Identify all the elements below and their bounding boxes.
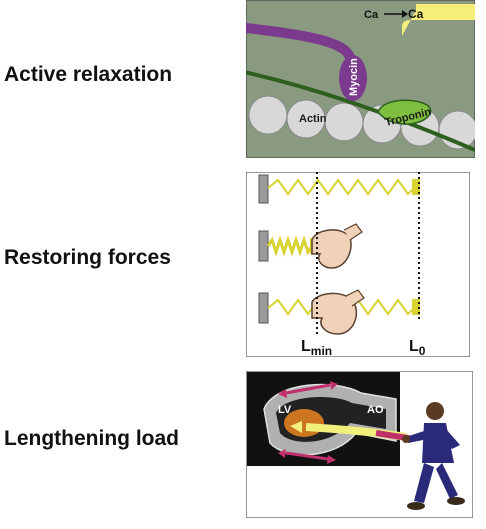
lv-label: LV [278, 404, 292, 416]
tropomyosin-strand [246, 70, 475, 152]
wall-middle [258, 230, 269, 262]
actin-label: Actin [299, 113, 327, 125]
spring-end-top [412, 179, 420, 195]
molecular-diagram: Myocin Troponin Actin Ca Ca [246, 0, 475, 158]
l0-label: L0 [409, 338, 426, 357]
wall-bottom [258, 292, 269, 324]
panel-restoring-forces: Lmin L0 [246, 172, 470, 357]
hand-compress [311, 229, 352, 269]
arrow-bottom [285, 451, 329, 461]
arrow-top [285, 383, 331, 395]
label-lengthening-load: Lengthening load [4, 427, 179, 450]
spring-end-bottom [412, 299, 420, 315]
ca-left-label: Ca [364, 9, 379, 21]
sr-pump [402, 4, 475, 36]
panel-lengthening-load: LV AO [246, 371, 473, 518]
spring-diagram: Lmin L0 [246, 172, 470, 357]
ao-label: AO [367, 404, 384, 416]
spring-rest [267, 178, 415, 196]
myosin-head [339, 55, 367, 101]
myocin-label: Myocin [348, 58, 360, 96]
wall-top [258, 174, 269, 204]
spring-compressed [266, 235, 314, 257]
troponin-shape [377, 99, 432, 125]
label-active-relaxation: Active relaxation [4, 63, 173, 86]
man-pulling [402, 402, 465, 510]
hand-release [311, 292, 358, 335]
panel-active-relaxation: Myocin Troponin Actin Ca Ca [246, 0, 475, 158]
label-restoring-forces: Restoring forces [4, 246, 171, 269]
lmin-label: Lmin [301, 338, 332, 357]
ca-arrow [402, 10, 408, 18]
ca-right-label: Ca [408, 7, 424, 21]
heart-diagram: LV AO [246, 371, 473, 518]
